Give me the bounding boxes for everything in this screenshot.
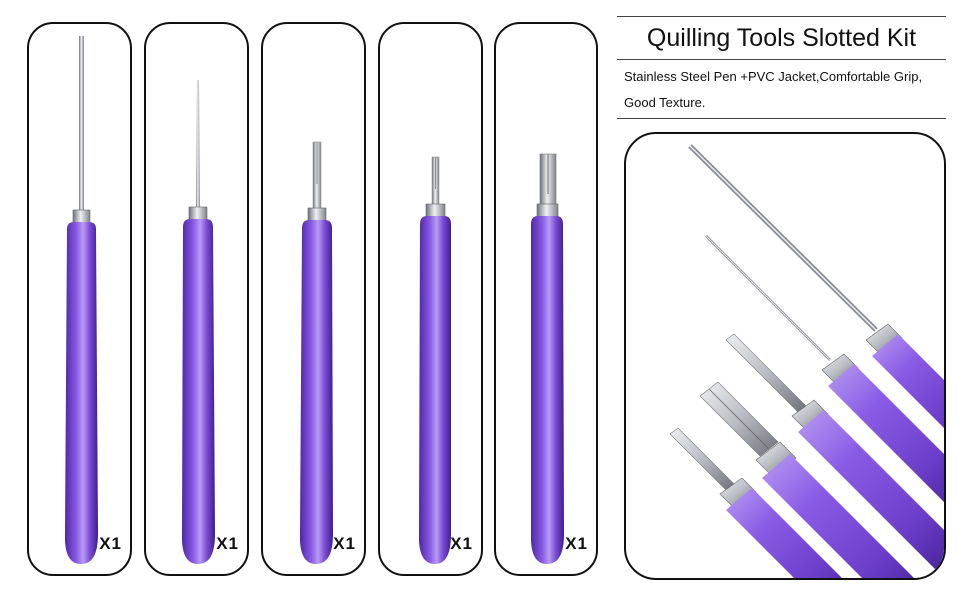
quantity-label: X1 — [99, 534, 122, 553]
quilling-pen-long-needle-image — [64, 36, 98, 564]
tool-card-long-needle: X1 — [27, 22, 132, 576]
quilling-pen-slotted-wide-image — [530, 153, 564, 564]
quantity-label: X1 — [565, 534, 588, 553]
closeup-tips-panel — [624, 132, 946, 580]
quantity-label: X1 — [450, 534, 473, 553]
divider — [617, 118, 946, 119]
product-title: Quilling Tools Slotted Kit — [646, 24, 917, 52]
closeup-tool-slotted-small — [725, 333, 944, 574]
divider — [617, 59, 946, 60]
tool-card-fine-needle: X1 — [144, 22, 249, 576]
tool-card-slotted-mini: X1 — [378, 22, 483, 576]
quilling-pen-slotted-small-image — [299, 141, 333, 564]
description-line: Stainless Steel Pen +PVC Jacket,Comforta… — [624, 69, 923, 84]
quantity-label: X1 — [216, 534, 239, 553]
tool-card-slotted-small: X1 — [261, 22, 366, 576]
tool-card-slotted-wide: X1 — [494, 22, 598, 576]
quilling-pen-fine-needle-image — [181, 80, 215, 564]
closeup-tool-slotted-mini — [669, 427, 842, 578]
description-line: Good Texture. — [624, 95, 706, 110]
closeup-tool-fine-needle — [705, 235, 944, 502]
product-heading: Quilling Tools Slotted Kit Stainless Ste… — [617, 16, 946, 119]
quantity-label: X1 — [333, 534, 356, 553]
quilling-pen-slotted-mini-image — [418, 156, 451, 564]
closeup-tool-long-needle — [688, 144, 944, 428]
divider — [617, 16, 946, 17]
product-description: Stainless Steel Pen +PVC Jacket,Comforta… — [617, 60, 946, 118]
tool-tips-closeup-image — [669, 144, 944, 578]
closeup-tool-slotted-wide — [699, 381, 914, 578]
